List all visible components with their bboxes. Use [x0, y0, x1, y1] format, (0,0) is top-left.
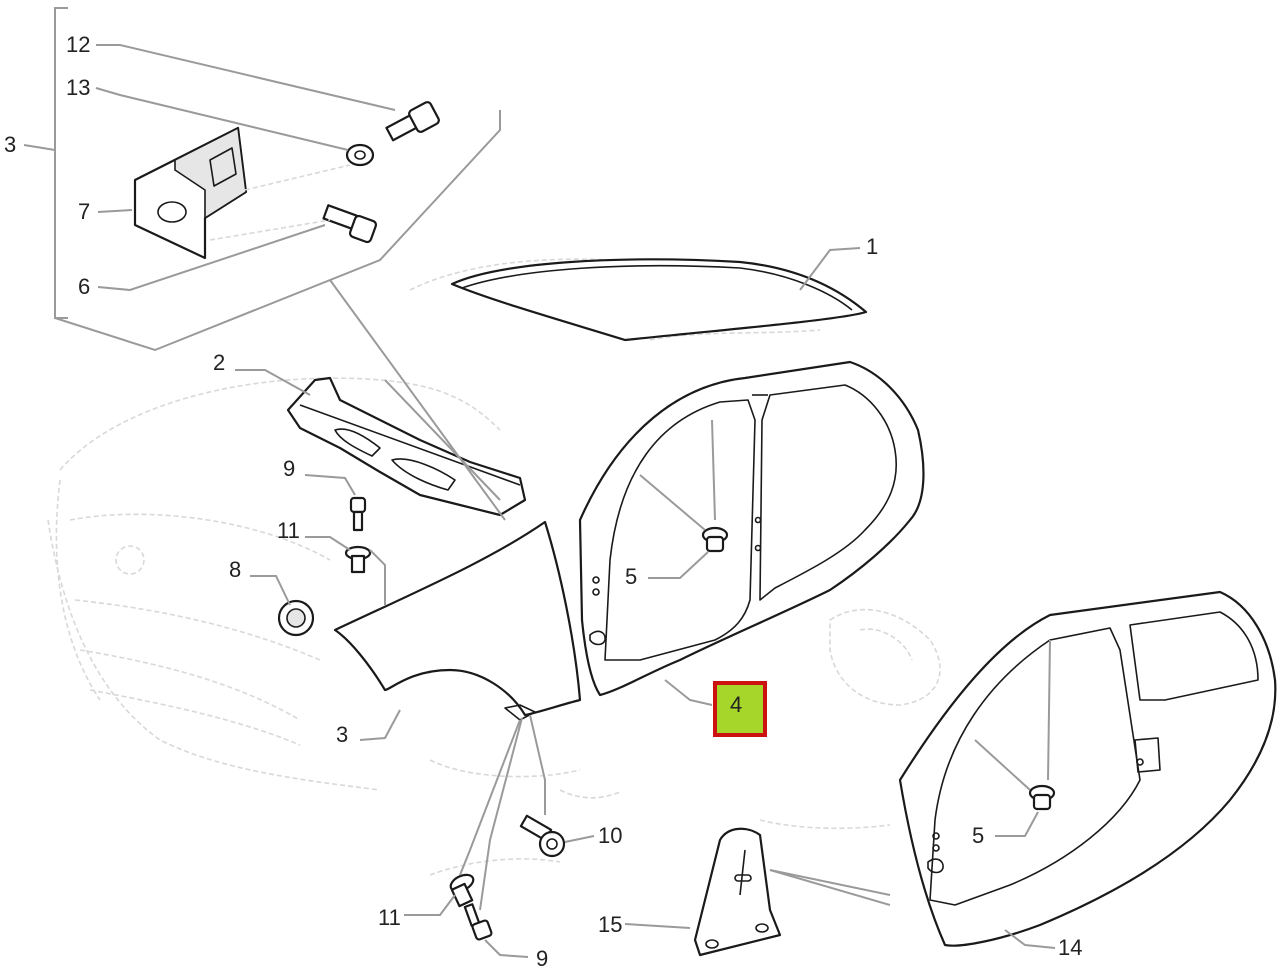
highlighted-callout-4[interactable]: 4 [713, 681, 767, 737]
bolt-part-6 [209, 164, 378, 244]
clip-part-11-lower [449, 873, 475, 908]
callout-12: 12 [66, 32, 90, 57]
plug-part-5-upper [639, 419, 729, 553]
screw-part-9-upper [349, 496, 367, 532]
screw-part-10 [519, 814, 566, 858]
bracket-part-15 [693, 827, 891, 957]
callout-3-inset: 3 [4, 132, 16, 157]
screw-part-9-lower [463, 903, 493, 941]
callout-labels: 12 13 3 7 6 1 2 9 11 8 5 4 3 10 11 9 15 … [4, 32, 1082, 971]
callout-5-lower: 5 [972, 823, 984, 848]
grommet-part-8 [277, 599, 315, 637]
plug-part-5-lower [974, 639, 1056, 811]
callout-10: 10 [598, 823, 622, 848]
front-fender-part-3 [333, 520, 582, 721]
callout-11-upper: 11 [277, 518, 300, 543]
bolt-part-12 [385, 101, 440, 142]
callout-8: 8 [229, 557, 241, 582]
ghost-car-outline [47, 258, 1161, 876]
roof-panel-part-1 [450, 258, 868, 342]
callout-14: 14 [1058, 935, 1082, 960]
washer-part-13 [345, 143, 375, 167]
callout-11-lower: 11 [378, 905, 401, 930]
callout-2: 2 [213, 350, 225, 375]
cowl-panel-part-2 [286, 376, 527, 517]
callout-13: 13 [66, 75, 90, 100]
callout-7: 7 [78, 199, 90, 224]
side-panel-part-14 [898, 590, 1277, 947]
bracket-part-7 [133, 126, 248, 260]
callout-leaders [23, 44, 1056, 958]
side-panel-part-4 [578, 360, 925, 697]
callout-6: 6 [78, 274, 90, 299]
inset-bracket-frame [54, 7, 501, 352]
callout-15: 15 [598, 912, 622, 937]
callout-9-upper: 9 [283, 456, 295, 481]
callout-3-fender: 3 [336, 722, 348, 747]
clip-part-11-upper [344, 545, 386, 605]
callout-4: 4 [730, 692, 742, 717]
callout-1: 1 [866, 234, 878, 259]
callout-5-upper: 5 [625, 564, 637, 589]
fender-lower-leaders [459, 714, 546, 911]
callout-9-lower: 9 [536, 946, 548, 971]
